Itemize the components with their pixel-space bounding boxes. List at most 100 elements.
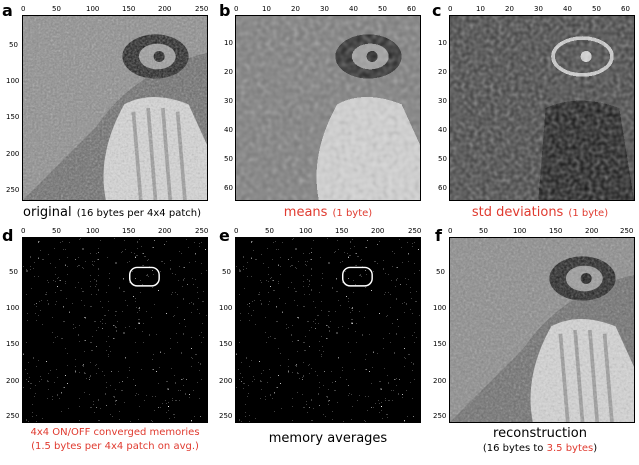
x-tick: 150 [122,5,136,13]
x-tick: 100 [513,227,527,235]
y-tick: 100 [6,304,20,312]
x-tick: 250 [195,5,209,13]
x-tick: 20 [505,5,514,13]
y-tick: 30 [224,97,233,105]
x-tick: 200 [158,5,172,13]
x-tick: 20 [291,5,300,13]
y-tick: 150 [433,340,447,348]
x-tick: 0 [21,5,26,13]
y-tick: 50 [436,268,445,276]
y-tick: 100 [219,304,233,312]
x-tick: 0 [234,227,239,235]
y-tick: 250 [6,412,20,420]
x-tick: 60 [407,5,416,13]
y-tick: 30 [438,97,447,105]
y-tick: 40 [224,126,233,134]
x-tick: 60 [621,5,630,13]
converged-memories-image [22,237,208,423]
x-tick: 40 [563,5,572,13]
x-tick: 30 [320,5,329,13]
caption-a: original (16 bytes per 4x4 patch) [12,201,212,220]
means-image [235,15,421,201]
x-tick: 30 [534,5,543,13]
caption-detail: (1 byte) [332,208,373,219]
x-tick: 50 [479,227,488,235]
y-tick: 200 [433,377,447,385]
y-tick: 50 [224,155,233,163]
x-tick: 50 [265,227,274,235]
x-tick: 100 [299,227,313,235]
caption-detail: (1 byte) [568,208,609,219]
y-tick: 20 [438,68,447,76]
caption-main: std deviations [471,205,564,220]
caption-main: reconstruction [493,426,587,441]
y-tick: 20 [224,68,233,76]
y-tick: 200 [6,150,20,158]
caption-main: original [23,205,72,220]
x-tick: 10 [476,5,485,13]
x-tick: 200 [158,227,172,235]
caption-line1: 4x4 ON/OFF converged memories [30,427,200,438]
caption-detail-pre: (16 bytes to [482,443,544,454]
caption-e: memory averages [228,427,428,446]
y-tick: 50 [9,268,18,276]
caption-main: memory averages [268,431,388,446]
x-tick: 100 [86,227,100,235]
x-tick: 50 [52,227,61,235]
panel-label-a: a [2,1,13,20]
memory-averages-image [235,237,421,423]
y-tick: 250 [219,412,233,420]
std-deviations-image [449,15,635,201]
y-tick: 250 [6,186,20,194]
y-tick: 60 [224,184,233,192]
x-tick: 250 [620,227,634,235]
y-tick: 50 [9,41,18,49]
x-tick: 200 [585,227,599,235]
x-tick: 40 [349,5,358,13]
y-tick: 60 [438,184,447,192]
x-tick: 150 [122,227,136,235]
y-tick: 10 [438,39,447,47]
panel-label-e: e [219,226,230,245]
x-tick: 200 [371,227,385,235]
x-tick: 0 [448,227,453,235]
x-tick: 10 [262,5,271,13]
x-tick: 0 [21,227,26,235]
x-tick: 0 [448,5,453,13]
x-tick: 0 [234,5,239,13]
x-tick: 150 [335,227,349,235]
x-tick: 50 [52,5,61,13]
caption-d: 4x4 ON/OFF converged memories (1.5 bytes… [10,426,220,454]
x-tick: 250 [195,227,209,235]
panel-label-d: d [2,226,14,245]
caption-line2: (1.5 bytes per 4x4 patch on avg.) [31,441,199,452]
caption-detail-highlight: 3.5 bytes [546,443,594,454]
y-tick: 150 [6,340,20,348]
reconstruction-image [449,237,635,423]
x-tick: 250 [408,227,422,235]
panel-label-b: b [219,1,231,20]
y-tick: 50 [438,155,447,163]
y-tick: 200 [6,377,20,385]
x-tick: 50 [592,5,601,13]
caption-f: reconstruction (16 bytes to 3.5 bytes) [442,426,638,456]
y-tick: 150 [6,113,20,121]
y-tick: 150 [219,340,233,348]
caption-b: means (1 byte) [228,201,428,220]
panel-label-c: c [432,1,442,20]
caption-detail: (16 bytes per 4x4 patch) [76,208,201,219]
caption-main: means [283,205,328,220]
caption-c: std deviations (1 byte) [442,201,638,220]
caption-detail-post: ) [593,443,598,454]
x-tick: 50 [378,5,387,13]
x-tick: 150 [549,227,563,235]
y-tick: 40 [438,126,447,134]
x-tick: 100 [86,5,100,13]
original-image [22,15,208,201]
y-tick: 50 [222,268,231,276]
y-tick: 10 [224,39,233,47]
y-tick: 100 [433,304,447,312]
y-tick: 100 [6,77,20,85]
y-tick: 250 [433,412,447,420]
panel-label-f: f [435,226,442,245]
